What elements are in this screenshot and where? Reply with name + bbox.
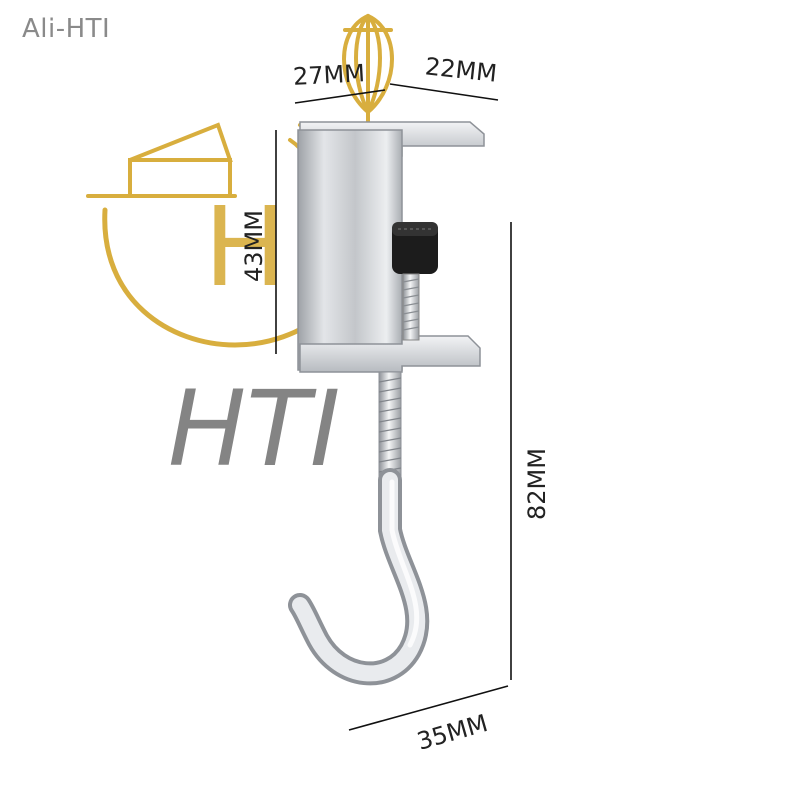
watermark-monogram: H	[204, 183, 287, 311]
watermark-brand: HTI	[168, 368, 340, 490]
c-clamp	[297, 121, 485, 373]
dim-top-right: 22MM	[424, 52, 498, 87]
store-name: Ali-HTI	[22, 14, 111, 44]
dim-inner-height: 43MM	[240, 210, 268, 282]
threaded-hook	[288, 371, 430, 686]
dimension-lines	[275, 83, 512, 731]
dim-top-left: 27MM	[292, 59, 365, 91]
tightening-knob	[392, 222, 438, 274]
dim-bottom-width: 35MM	[414, 709, 491, 756]
cake-slice-icon	[86, 122, 237, 198]
dim-total-height: 82MM	[523, 448, 551, 520]
